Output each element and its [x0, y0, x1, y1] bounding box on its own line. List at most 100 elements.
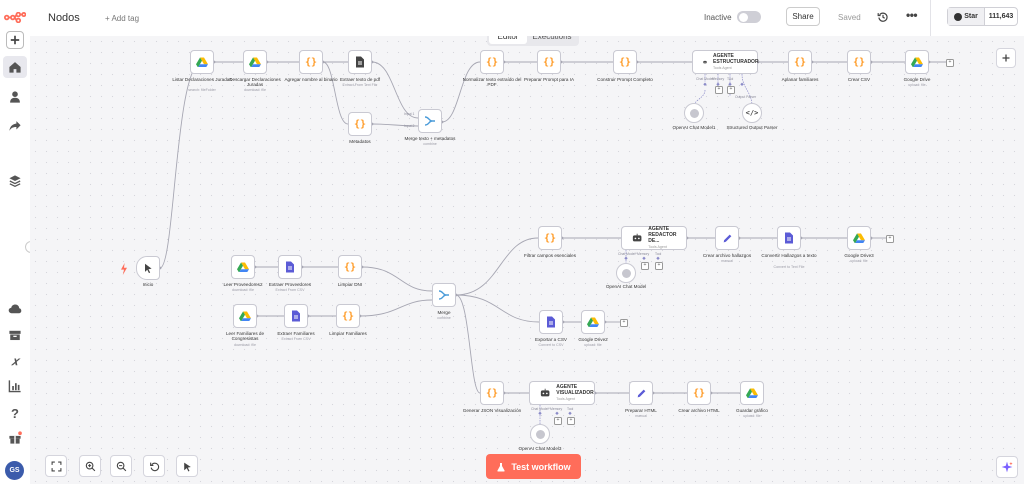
- gift-icon[interactable]: [3, 427, 27, 449]
- node-convertir[interactable]: [777, 226, 801, 250]
- sparkle-icon: [1001, 461, 1013, 473]
- node-gdrive1[interactable]: [905, 50, 929, 74]
- workflow-name[interactable]: Nodos: [48, 12, 80, 24]
- agent-title: AGENTE REDACTOR DE...Tools Agent: [648, 226, 677, 249]
- node-label: OpenAI Chat Model3: [518, 446, 562, 451]
- add-tag-button[interactable]: + Add tag: [105, 14, 140, 23]
- home-icon[interactable]: [3, 56, 27, 78]
- node-limpiar-dni[interactable]: {}: [338, 255, 362, 279]
- node-guardar-grafico[interactable]: [740, 381, 764, 405]
- google-drive-icon: [237, 262, 249, 272]
- node-generar-json[interactable]: {}: [480, 381, 504, 405]
- node-exportar[interactable]: [539, 310, 563, 334]
- cursor-icon: [145, 263, 152, 274]
- node-descargar[interactable]: [243, 50, 267, 74]
- more-options-icon[interactable]: •••: [906, 8, 918, 22]
- active-toggle[interactable]: [737, 11, 761, 23]
- node-preparar-prompt[interactable]: {}: [537, 50, 561, 74]
- tab-executions[interactable]: Executions: [532, 36, 572, 41]
- share-button[interactable]: Share: [786, 7, 820, 26]
- node-structured-parser[interactable]: </>: [742, 103, 762, 123]
- port-label: Chat Model*: [531, 407, 550, 411]
- add-memory-icon[interactable]: +: [554, 417, 562, 425]
- code-icon: {}: [341, 310, 355, 322]
- undo-icon: [149, 462, 159, 471]
- node-extraer-pdf[interactable]: [348, 50, 372, 74]
- node-merge[interactable]: [432, 283, 456, 307]
- chart-icon[interactable]: [3, 375, 27, 397]
- node-normalizar[interactable]: {}: [480, 50, 504, 74]
- add-tool-icon[interactable]: +: [727, 86, 735, 94]
- node-openai1[interactable]: [684, 103, 704, 123]
- node-aplanar[interactable]: {}: [788, 50, 812, 74]
- add-node-icon[interactable]: +: [620, 319, 628, 327]
- node-filtrar[interactable]: {}: [538, 226, 562, 250]
- node-preparar-html[interactable]: [629, 381, 653, 405]
- avatar[interactable]: GS: [5, 461, 24, 480]
- box-icon[interactable]: [3, 324, 27, 346]
- node-openai2[interactable]: [616, 263, 636, 283]
- layers-icon[interactable]: [3, 170, 27, 192]
- add-tool-icon[interactable]: +: [567, 417, 575, 425]
- node-label: Listar Declaraciones Juradas: [172, 77, 232, 82]
- node-crear-hallazgos[interactable]: [715, 226, 739, 250]
- share-icon[interactable]: [3, 115, 27, 137]
- connection: [371, 61, 419, 119]
- flask-icon: [497, 462, 505, 471]
- node-limpiar-familiares[interactable]: {}: [336, 304, 360, 328]
- google-drive-icon: [587, 317, 599, 327]
- node-label: Merge: [437, 310, 451, 315]
- add-node-button[interactable]: [996, 48, 1016, 68]
- node-crear-csv[interactable]: {}: [847, 50, 871, 74]
- pencil-icon: [637, 389, 645, 397]
- node-leer-familiares[interactable]: [233, 304, 257, 328]
- add-node-icon[interactable]: +: [946, 59, 954, 67]
- add-memory-icon[interactable]: +: [641, 262, 649, 270]
- cloud-icon[interactable]: [3, 298, 27, 320]
- zoom-out-button[interactable]: [110, 455, 132, 477]
- node-label: Preparar Prompt para IA: [523, 77, 575, 82]
- view-tabs: Editor Executions: [487, 36, 579, 46]
- node-inicio[interactable]: [136, 256, 160, 280]
- test-workflow-button[interactable]: Test workflow: [486, 454, 581, 479]
- openai-icon: [535, 429, 545, 439]
- add-node-icon[interactable]: +: [886, 235, 894, 243]
- file-extract-icon: [356, 56, 364, 68]
- node-extraer-familiares[interactable]: [284, 304, 308, 328]
- history-icon[interactable]: [877, 10, 889, 22]
- code-icon: {}: [343, 261, 357, 273]
- workflow-canvas[interactable]: Editor Executions Inicio Listar Declarac…: [30, 36, 1024, 484]
- node-metadatos[interactable]: {}: [348, 112, 372, 136]
- node-merge-texto[interactable]: [418, 109, 442, 133]
- user-icon[interactable]: [3, 86, 27, 108]
- node-subtitle: upload: file: [584, 343, 602, 347]
- node-gdrive2[interactable]: [581, 310, 605, 334]
- node-agente-redactor[interactable]: AGENTE REDACTOR DE...Tools Agent: [621, 226, 687, 250]
- add-icon[interactable]: [6, 31, 24, 49]
- node-openai3[interactable]: [530, 424, 550, 444]
- help-icon[interactable]: ?: [11, 405, 19, 421]
- node-gdrive3[interactable]: [847, 226, 871, 250]
- reset-zoom-button[interactable]: [143, 455, 165, 477]
- tab-editor[interactable]: Editor: [489, 36, 527, 44]
- add-tool-icon[interactable]: +: [655, 262, 663, 270]
- add-memory-icon[interactable]: +: [715, 86, 723, 94]
- zoom-in-button[interactable]: [79, 455, 101, 477]
- selection-mode-button[interactable]: [176, 455, 198, 477]
- variable-icon[interactable]: 𝑥: [11, 353, 19, 368]
- node-label: Normalizar texto extraído del PDF: [462, 77, 522, 88]
- github-star-button[interactable]: Star 111,643: [947, 7, 1018, 26]
- node-construir-prompt[interactable]: {}: [613, 50, 637, 74]
- node-leer-proveedores[interactable]: [231, 255, 255, 279]
- code-icon: {}: [485, 387, 499, 399]
- node-listar[interactable]: [190, 50, 214, 74]
- node-subtitle: combine: [437, 316, 451, 320]
- ai-assistant-button[interactable]: [996, 456, 1018, 478]
- node-extraer-proveedores[interactable]: [278, 255, 302, 279]
- fit-view-button[interactable]: [45, 455, 67, 477]
- n8n-logo-icon[interactable]: [3, 6, 27, 28]
- node-crear-html[interactable]: {}: [687, 381, 711, 405]
- node-agregar[interactable]: {}: [299, 50, 323, 74]
